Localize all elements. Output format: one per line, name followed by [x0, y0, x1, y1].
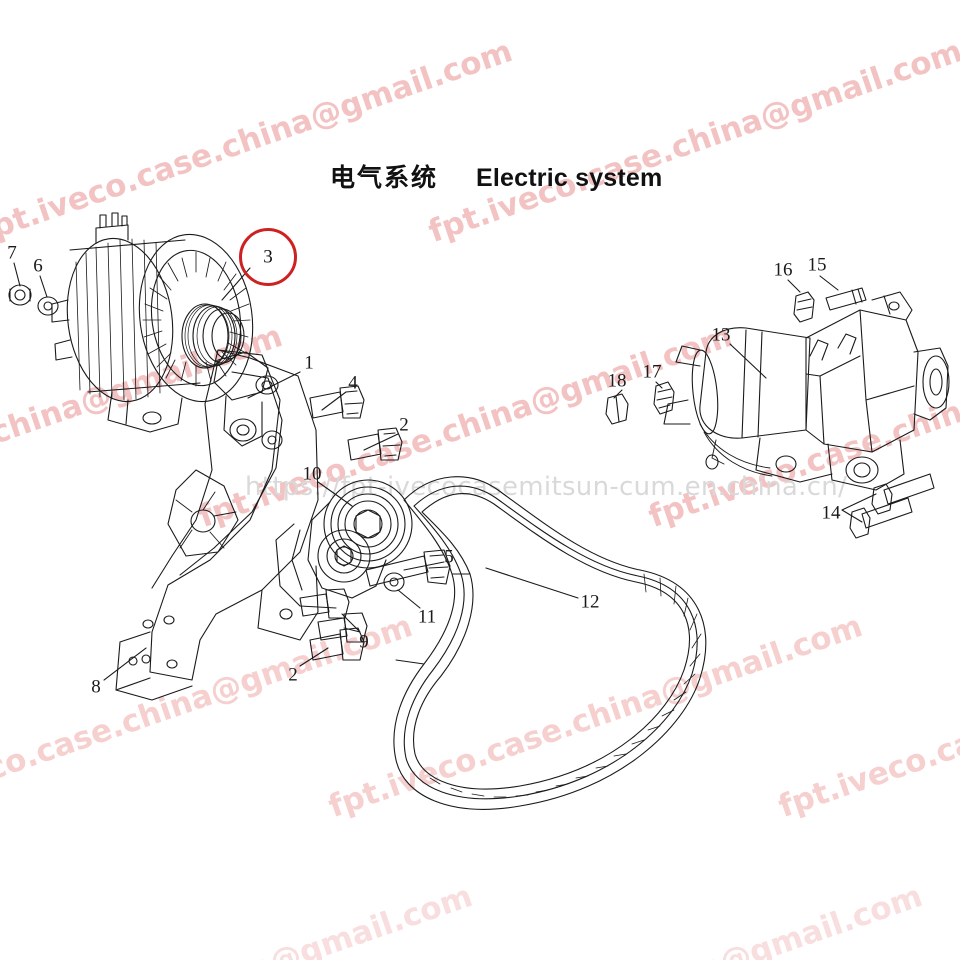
serpentine-belt: [393, 476, 707, 810]
callout-7[interactable]: 7: [7, 242, 17, 264]
starter-motor: [663, 291, 950, 491]
callout-9[interactable]: 9: [359, 631, 369, 653]
page-title-en: Electric system: [476, 164, 663, 192]
page-title: 电气系统 Electric system: [330, 158, 662, 194]
nut-washer-parts: [8, 284, 59, 316]
callout-5[interactable]: 5: [444, 546, 454, 568]
starter-small-parts: [605, 287, 867, 425]
alternator-bracket: [115, 349, 319, 701]
callout-2-lower[interactable]: 2: [288, 664, 298, 686]
callout-2-upper[interactable]: 2: [399, 414, 409, 436]
bracket-pivot-arm: [213, 351, 269, 447]
callout-13[interactable]: 13: [711, 324, 731, 346]
belt-tensioner: [275, 479, 451, 609]
page-title-cn: 电气系统: [330, 163, 439, 192]
callout-17[interactable]: 17: [642, 361, 662, 383]
callout-18[interactable]: 18: [607, 370, 627, 392]
starter-bolts: [849, 473, 935, 539]
callout-3[interactable]: 3: [263, 246, 273, 268]
highlight-circle-item-3: [239, 228, 297, 286]
alternator-illustration: [51, 212, 254, 433]
callout-10[interactable]: 10: [302, 463, 322, 485]
leader-lines: [13, 262, 877, 681]
callout-11[interactable]: 11: [417, 606, 437, 628]
callout-4[interactable]: 4: [348, 372, 358, 394]
callout-15[interactable]: 15: [807, 254, 827, 276]
callout-12[interactable]: 12: [580, 591, 600, 613]
callout-8[interactable]: 8: [91, 676, 101, 698]
callout-14[interactable]: 14: [821, 502, 841, 524]
bolt-parts: [299, 385, 403, 661]
callout-1[interactable]: 1: [304, 352, 314, 374]
callout-6[interactable]: 6: [33, 255, 43, 277]
callout-16[interactable]: 16: [773, 259, 793, 281]
